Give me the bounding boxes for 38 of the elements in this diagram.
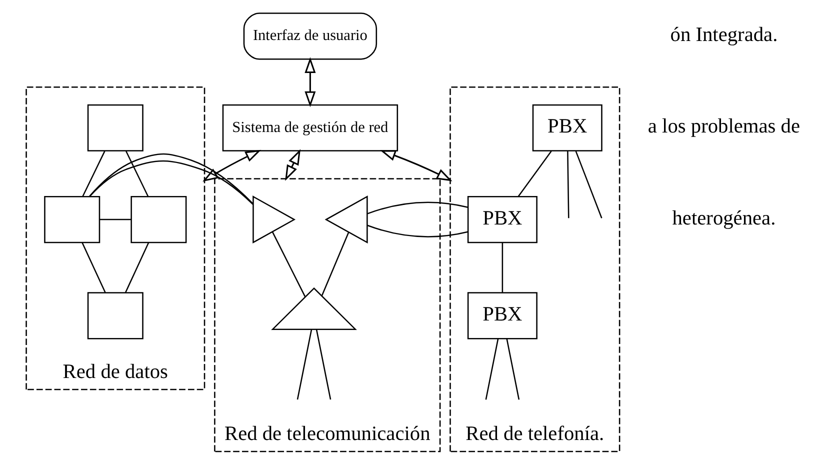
connector bbox=[320, 232, 349, 296]
arrow bbox=[202, 150, 261, 182]
node-box: Interfaz de usuario bbox=[242, 12, 377, 60]
connector bbox=[124, 242, 149, 293]
connector bbox=[82, 150, 105, 197]
cluster: Red de telecomunicación bbox=[214, 178, 440, 452]
connector bbox=[574, 150, 602, 218]
label: ón Integrada. bbox=[670, 24, 778, 46]
node-box: PBX bbox=[466, 292, 537, 340]
node-triangle bbox=[252, 196, 296, 244]
connector bbox=[517, 150, 552, 197]
connector bbox=[366, 202, 468, 238]
connector bbox=[566, 151, 569, 218]
node-box bbox=[86, 104, 143, 152]
label: heterogénea. bbox=[672, 207, 776, 230]
node-box: PBX bbox=[532, 104, 602, 152]
label: a los problemas de bbox=[647, 116, 800, 138]
connector bbox=[296, 329, 312, 400]
node-triangle bbox=[324, 196, 368, 244]
connector bbox=[484, 338, 498, 400]
node-box bbox=[86, 292, 143, 340]
node-box bbox=[44, 196, 100, 244]
connector bbox=[125, 150, 148, 197]
connector bbox=[501, 242, 503, 292]
connector bbox=[315, 329, 331, 400]
connector bbox=[88, 153, 253, 205]
arrow bbox=[304, 57, 316, 108]
node-box: Sistema de gestión de red bbox=[222, 104, 398, 152]
arrow bbox=[379, 150, 452, 182]
arrow bbox=[284, 149, 300, 181]
connector bbox=[81, 242, 106, 293]
node-box: PBX bbox=[466, 196, 537, 244]
node-box bbox=[130, 196, 186, 244]
connector bbox=[99, 218, 130, 220]
connector bbox=[506, 338, 520, 400]
node-triangle bbox=[270, 287, 356, 330]
connector bbox=[271, 232, 306, 298]
cluster: Red de datos bbox=[25, 86, 205, 390]
